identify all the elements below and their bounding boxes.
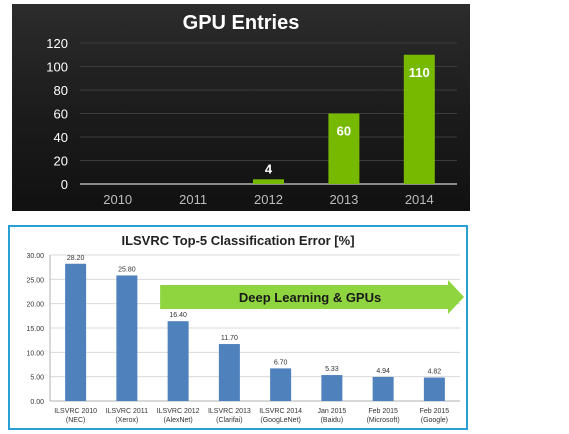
y-tick-label: 40 [54,130,68,145]
bar [328,113,360,184]
x-tick-label: Feb 2015 [368,408,398,415]
y-tick-label: 20.00 [26,302,44,309]
gpu-entries-panel: GPU Entries 0 20 40 60 80 100 120 2010 2011 4 2012… [12,4,470,211]
chart-title: ILSVRC Top-5 Classification Error [%] [121,233,355,248]
x-tick-label: Jan 2015 [317,408,346,415]
y-tick-label: 0 [61,177,68,192]
x-tick-label: 2013 [329,192,358,207]
gpu-entries-chart: 0 20 40 60 80 100 120 2010 2011 4 2012 60 2013 110 201… [46,36,457,207]
y-tick-label: 60 [54,107,68,122]
x-tick-label: (GoogLeNet) [260,417,300,424]
data-label: 28.20 [67,255,85,262]
x-tick-label: (Xerox) [115,417,138,424]
x-tick-label: (NEC) [66,417,85,424]
data-label: 11.70 [221,335,238,342]
bar [321,375,343,401]
x-tick-label: ILSVRC 2013 [208,408,251,415]
y-tick-label: 20 [54,154,68,169]
data-label: 4.82 [428,369,442,376]
data-label: 16.40 [169,312,187,319]
bar [372,376,394,401]
data-label: 110 [409,65,430,80]
x-tick-label: ILSVRC 2010 [54,408,97,415]
chart-title: GPU Entries [182,12,300,34]
y-tick-label: 100 [46,60,68,75]
x-tick-label: ILSVRC 2012 [157,408,200,415]
bar [403,54,435,184]
annotation-arrow [160,280,464,314]
x-tick-label: 2011 [179,192,207,207]
x-tick-label: 2010 [103,192,132,207]
y-tick-label: 30.00 [26,253,44,260]
data-label: 4 [265,161,273,176]
y-tick-label: 10.00 [26,350,44,357]
bar [253,179,284,184]
x-tick-label: (Baidu) [321,417,344,424]
bar [423,377,445,401]
y-tick-label: 15.00 [26,326,44,333]
y-tick-label: 120 [46,36,68,51]
bar [218,344,240,401]
ilsvrc-error-chart: 0.00 5.00 10.00 15.00 20.00 25.00 30.00 28.20IL… [26,253,464,424]
data-label: 25.80 [118,266,136,273]
data-label: 6.70 [274,359,288,366]
y-tick-label: 0.00 [30,399,44,406]
bar [65,263,87,401]
x-tick-label: ILSVRC 2011 [106,408,148,415]
bar [116,275,138,401]
bar [167,321,189,401]
y-tick-label: 25.00 [26,277,44,284]
x-tick-label: 2012 [254,192,283,207]
ilsvrc-error-panel: ILSVRC Top-5 Classification Error [%] 0.… [8,225,468,430]
x-tick-label: (AlexNet) [164,417,193,424]
x-tick-label: 2014 [405,192,434,207]
x-tick-label: (Microsoft) [367,417,400,424]
x-tick-label: ILSVRC 2014 [259,408,302,415]
data-label: 5.33 [325,366,339,373]
annotation-label: Deep Learning & GPUs [239,290,381,305]
x-tick-label: (Clarifai) [216,417,242,424]
data-label: 60 [337,124,351,139]
y-tick-label: 80 [54,83,68,98]
data-label: 4.94 [376,368,390,375]
x-tick-label: (Google) [421,417,448,424]
y-tick-label: 5.00 [30,375,44,382]
x-tick-label: Feb 2015 [420,408,450,415]
bar [270,368,292,401]
